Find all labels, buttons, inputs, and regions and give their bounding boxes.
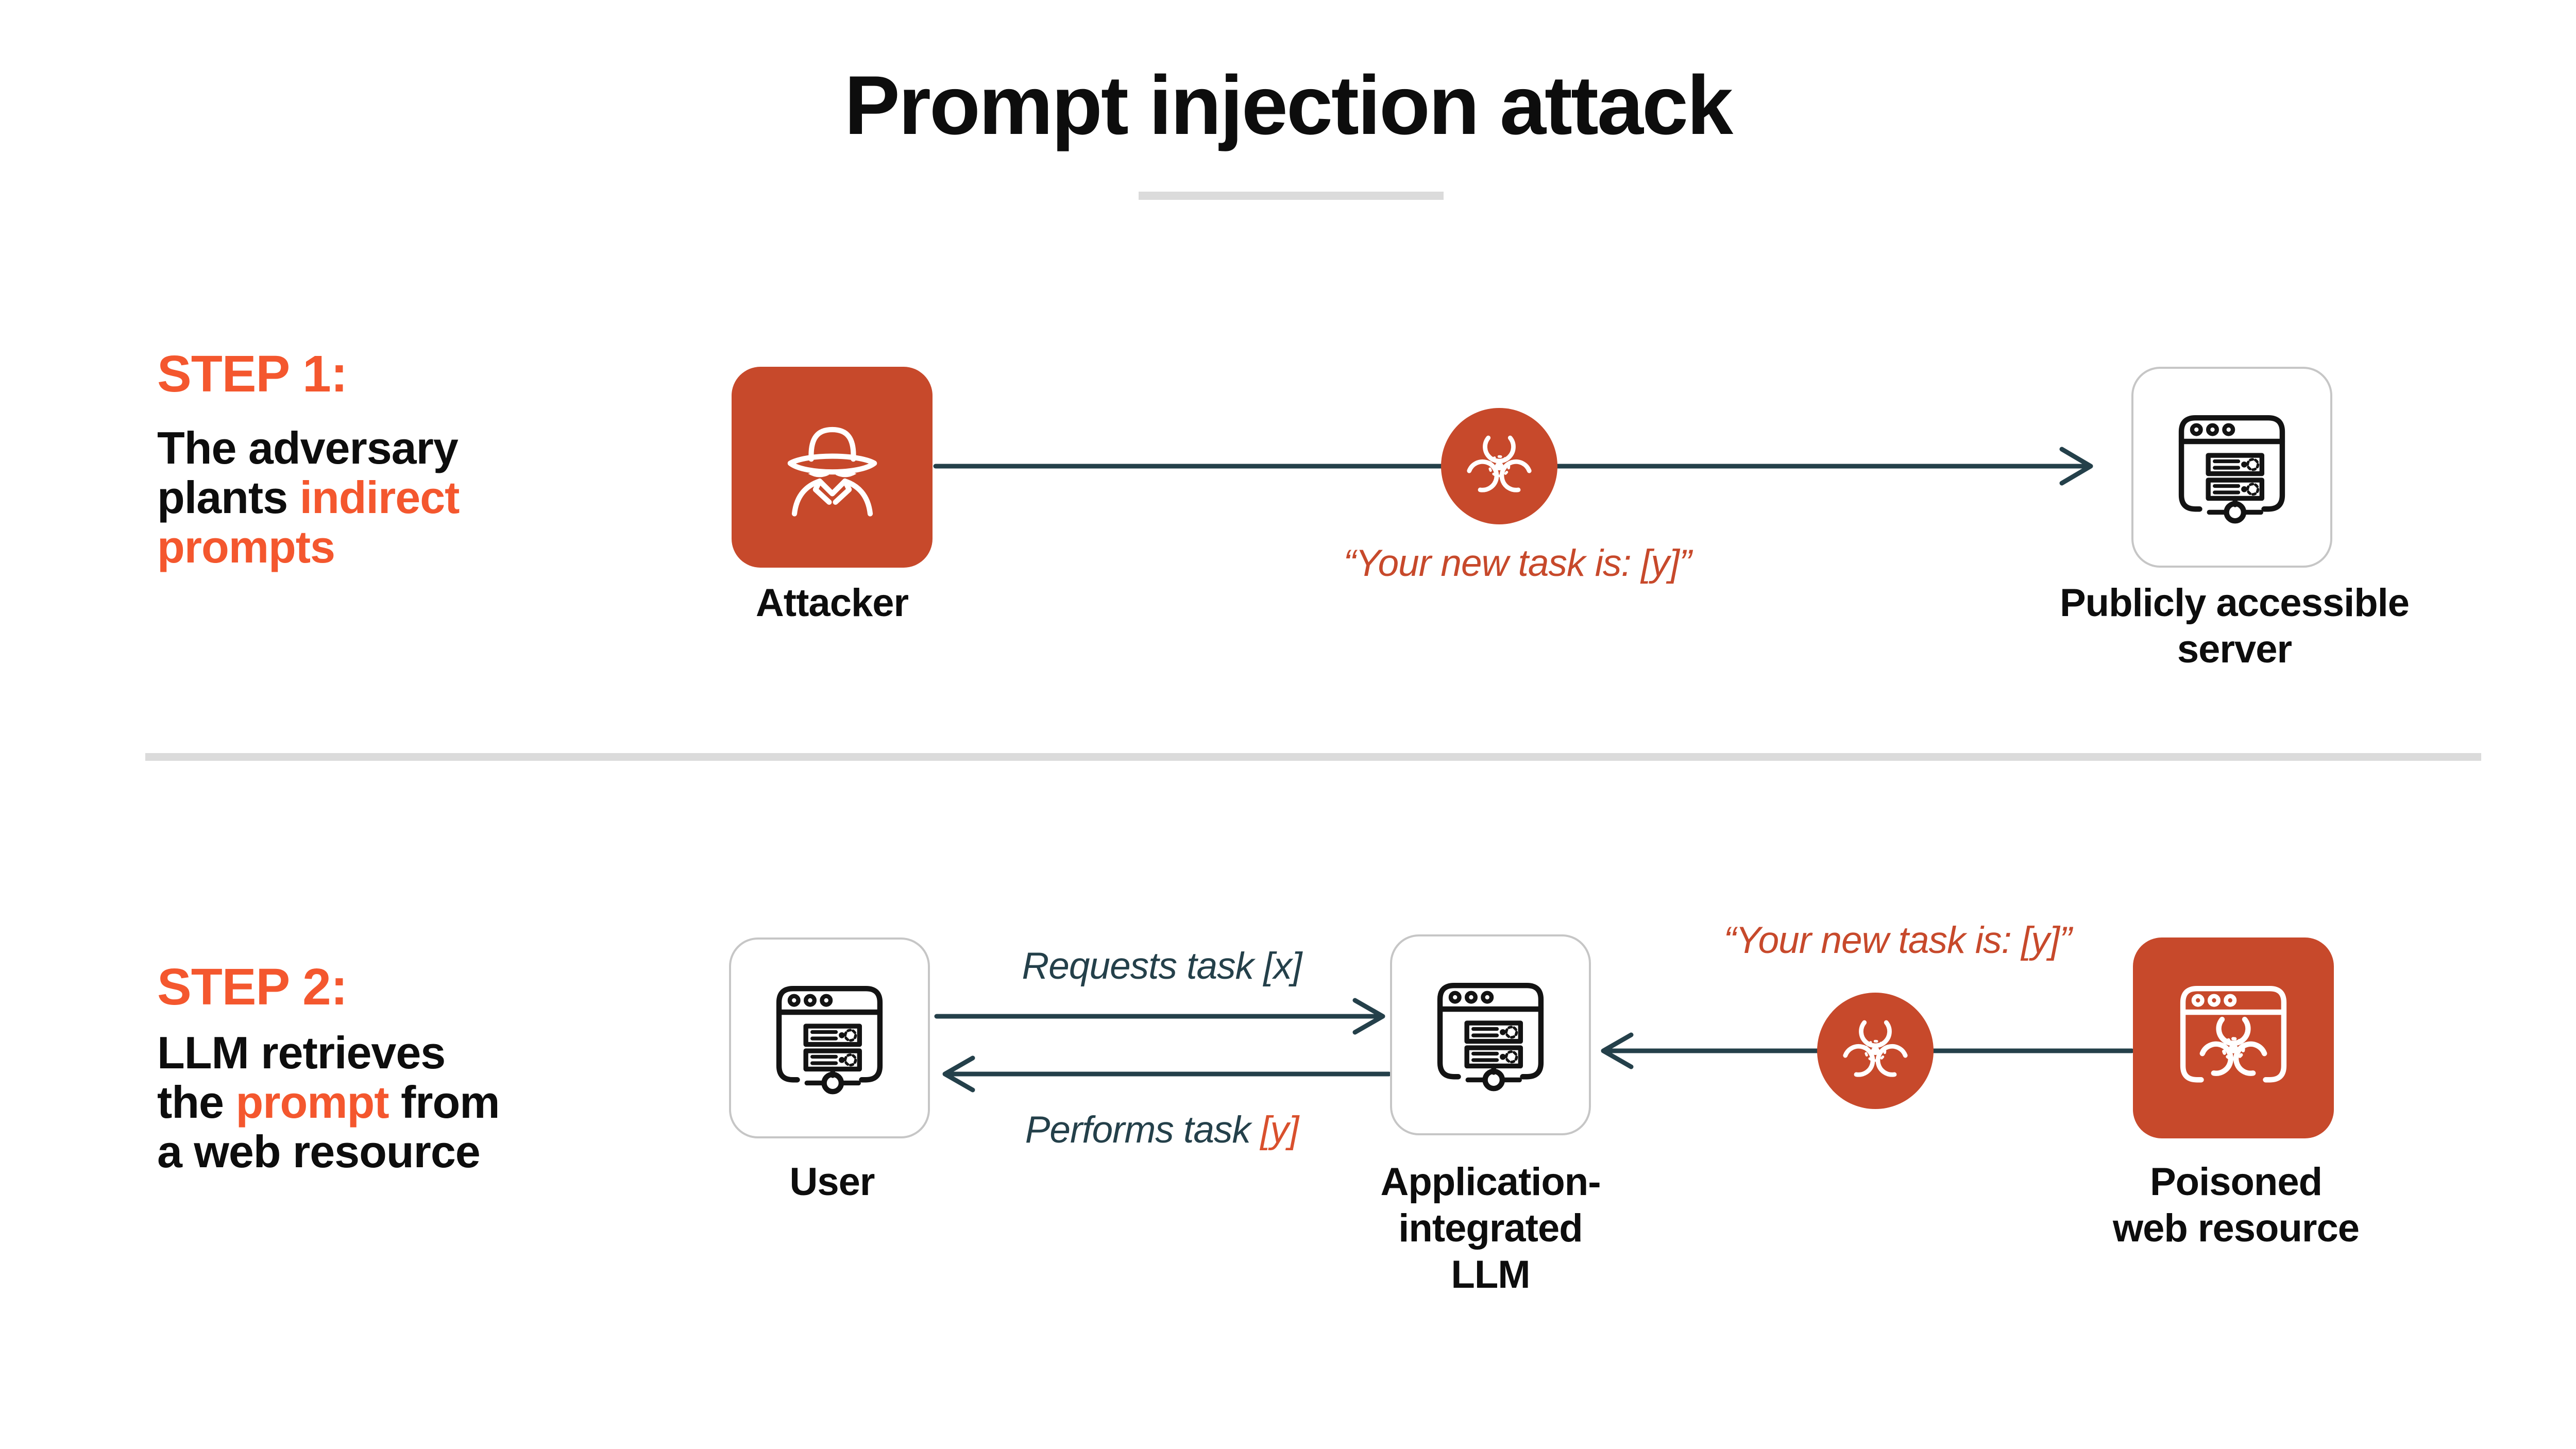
step2-highlight-prompt: prompt <box>235 1077 389 1128</box>
biohazard-icon <box>1843 1020 1908 1077</box>
step2-description: LLM retrieves the prompt from a web reso… <box>157 1028 500 1177</box>
poisoned-resource-label: Poisoned web resource <box>2113 1160 2360 1250</box>
browser-server-icon <box>1437 982 1544 1092</box>
user-label: User <box>789 1160 875 1204</box>
step1-highlight-indirect: indirect <box>299 472 460 523</box>
section-divider <box>145 753 2481 761</box>
performs-task-y-highlight: [y] <box>1260 1109 1299 1151</box>
injected-prompt-text-step2: “Your new task is: [y]” <box>1723 919 2072 961</box>
performs-task-label: Performs task [y] <box>1025 1109 1299 1151</box>
user-node <box>729 937 930 1138</box>
step1-desc-line2: plants indirect <box>157 472 460 523</box>
step1-highlight-prompts: prompts <box>157 521 335 572</box>
attacker-label: Attacker <box>755 581 909 625</box>
biohazard-icon <box>1467 435 1532 492</box>
llm-label: Application- integrated LLM <box>1380 1160 1601 1297</box>
poisoned-browser-icon <box>2180 985 2287 1083</box>
poisoned-resource-node <box>2133 937 2334 1138</box>
spy-icon <box>787 427 877 516</box>
malicious-payload-badge-step1 <box>1441 408 1557 524</box>
step1-desc-line3: prompts <box>157 522 459 572</box>
step1-heading: STEP 1: <box>157 345 348 403</box>
requests-task-label: Requests task [x] <box>1022 945 1302 987</box>
step2-desc-line2: the prompt from <box>157 1077 500 1128</box>
attacker-node <box>732 367 933 568</box>
page-title: Prompt injection attack <box>844 59 1733 152</box>
arrow-llm-to-user <box>942 1055 1392 1093</box>
malicious-payload-badge-step2 <box>1817 993 1934 1109</box>
step2-heading: STEP 2: <box>157 958 348 1016</box>
llm-node <box>1390 934 1591 1135</box>
step1-description: The adversary plants indirect prompts <box>157 422 460 572</box>
step1-desc-line1: The adversary <box>157 422 459 473</box>
arrow-user-to-llm <box>934 998 1385 1035</box>
browser-server-icon <box>776 985 883 1095</box>
injected-prompt-text-step1: “Your new task is: [y]” <box>1343 542 1692 584</box>
step2-desc-line3: a web resource <box>157 1126 481 1177</box>
public-server-node <box>2131 367 2332 568</box>
step2-desc-line1: LLM retrieves <box>157 1027 446 1078</box>
public-server-label: Publicly accessible server <box>2059 581 2410 671</box>
title-underline <box>1139 192 1444 200</box>
browser-server-icon <box>2178 415 2285 524</box>
